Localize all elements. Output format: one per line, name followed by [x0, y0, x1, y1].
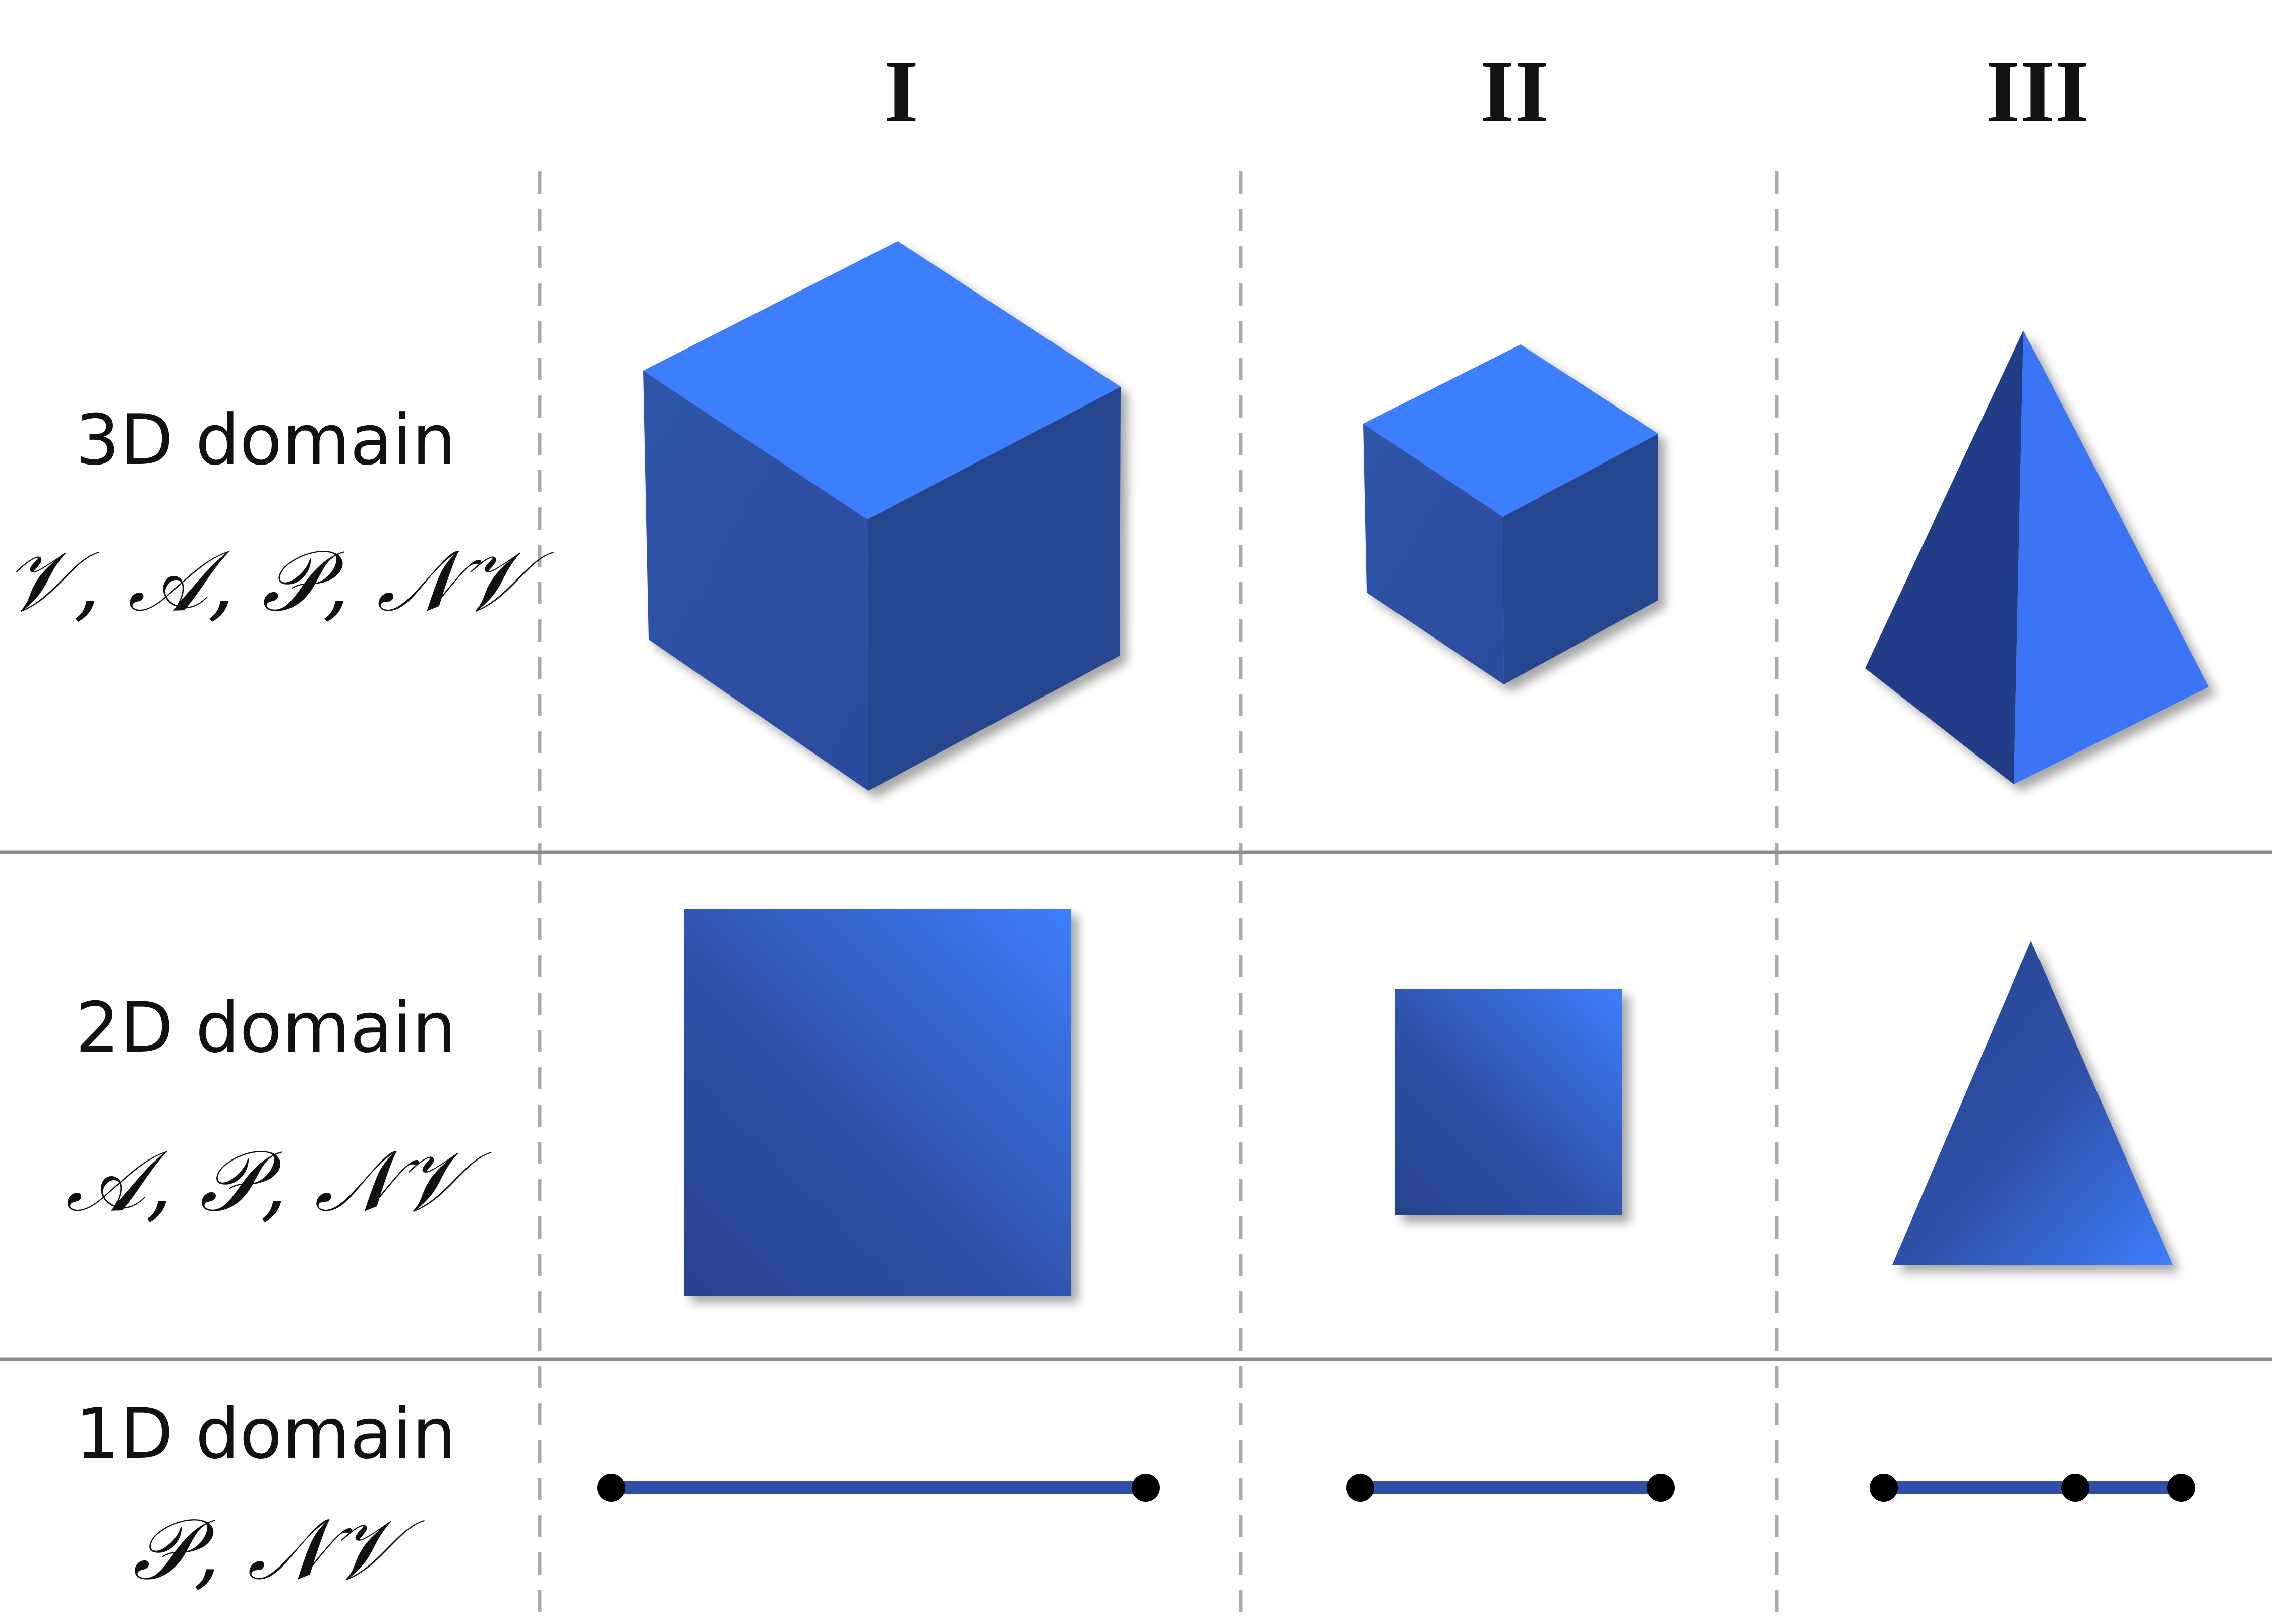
square-small-face	[1395, 989, 1622, 1215]
segment-three-node-start	[1870, 1474, 1898, 1502]
tetrahedron	[1865, 330, 2209, 784]
cube-large-right-face	[867, 387, 1121, 791]
square-large	[684, 909, 1071, 1296]
row-symbols-2d: 𝒜, 𝒫, 𝒩𝒱	[66, 1132, 492, 1231]
cube-small-top-face	[1363, 344, 1658, 517]
segment-long	[597, 1474, 1160, 1502]
cube-large	[643, 241, 1121, 791]
row-symbols-3d: 𝒱, 𝒜, 𝒫, 𝒩𝒱	[3, 532, 553, 630]
row-labels: 3D domain 𝒱, 𝒜, 𝒫, 𝒩𝒱 2D domain 𝒜, 𝒫, 𝒩𝒱…	[3, 399, 553, 1599]
segment-three-node-end	[2167, 1474, 2195, 1502]
tetrahedron-left-face	[1865, 330, 2023, 784]
triangle	[1892, 941, 2173, 1265]
column-header-3: III	[1986, 42, 2089, 141]
cube-large-top-face	[643, 241, 1121, 519]
segment-short-node-end	[1647, 1474, 1675, 1502]
column-header-1: I	[884, 42, 919, 141]
row-label-1d: 1D domain	[76, 1393, 456, 1474]
segment-long-node-start	[597, 1474, 625, 1502]
cube-large-left-face	[643, 371, 868, 791]
segment-three-node-middle	[2061, 1474, 2089, 1502]
row-label-2d: 2D domain	[76, 987, 456, 1068]
row-symbols-1d: 𝒫, 𝒩𝒱	[133, 1500, 425, 1599]
square-small	[1395, 989, 1622, 1215]
square-large-face	[684, 909, 1071, 1296]
column-header-2: II	[1480, 42, 1549, 141]
cube-small-right-face	[1503, 434, 1658, 684]
grid-lines	[0, 171, 2272, 1624]
segment-short	[1346, 1474, 1675, 1502]
column-headers: I II III	[884, 42, 2089, 141]
triangle-face	[1892, 941, 2173, 1265]
cube-small	[1363, 344, 1658, 684]
segment-short-node-start	[1346, 1474, 1374, 1502]
row-label-3d: 3D domain	[76, 399, 456, 481]
tetrahedron-right-face	[2014, 330, 2209, 784]
cube-small-left-face	[1363, 424, 1504, 684]
segment-long-node-end	[1132, 1474, 1160, 1502]
segment-three-node	[1870, 1474, 2195, 1502]
